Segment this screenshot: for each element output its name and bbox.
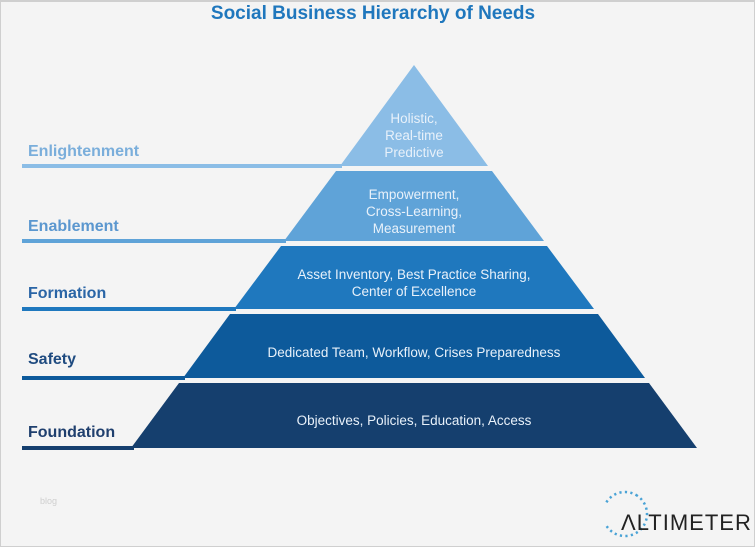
tier-safety (183, 314, 645, 378)
tier-text-enlightenment: Holistic, Real-time Predictive (384, 111, 444, 160)
level-label-enlightenment: Enlightenment (28, 143, 140, 160)
tier-enlightenment (340, 65, 488, 166)
underline-foundation (22, 446, 134, 450)
diagram-title: Social Business Hierarchy of Needs (210, 3, 536, 24)
tier-text-safety: Dedicated Team, Workflow, Crises Prepare… (267, 345, 561, 360)
altimeter-logo: ΛLTIMETER (601, 488, 751, 543)
underline-enablement (22, 239, 286, 243)
watermark-text: blog (40, 496, 58, 506)
level-label-formation: Formation (28, 285, 107, 302)
tier-text-enablement: Empowerment, Cross-Learning, Measurement (365, 187, 463, 236)
tier-text-formation: Asset Inventory, Best Practice Sharing, … (297, 267, 531, 299)
underline-enlightenment (22, 164, 342, 168)
logo-text: ΛLTIMETER (621, 510, 752, 535)
underline-safety (22, 376, 185, 380)
tier-formation (234, 246, 594, 309)
level-label-enablement: Enablement (28, 218, 119, 235)
underline-formation (22, 307, 236, 311)
tier-text-foundation: Objectives, Policies, Education, Access (296, 413, 532, 428)
dotted-circle-icon (601, 490, 649, 538)
level-label-safety: Safety (28, 351, 77, 368)
tier-enablement (284, 171, 544, 241)
level-label-foundation: Foundation (28, 424, 116, 441)
tier-foundation (131, 383, 697, 448)
